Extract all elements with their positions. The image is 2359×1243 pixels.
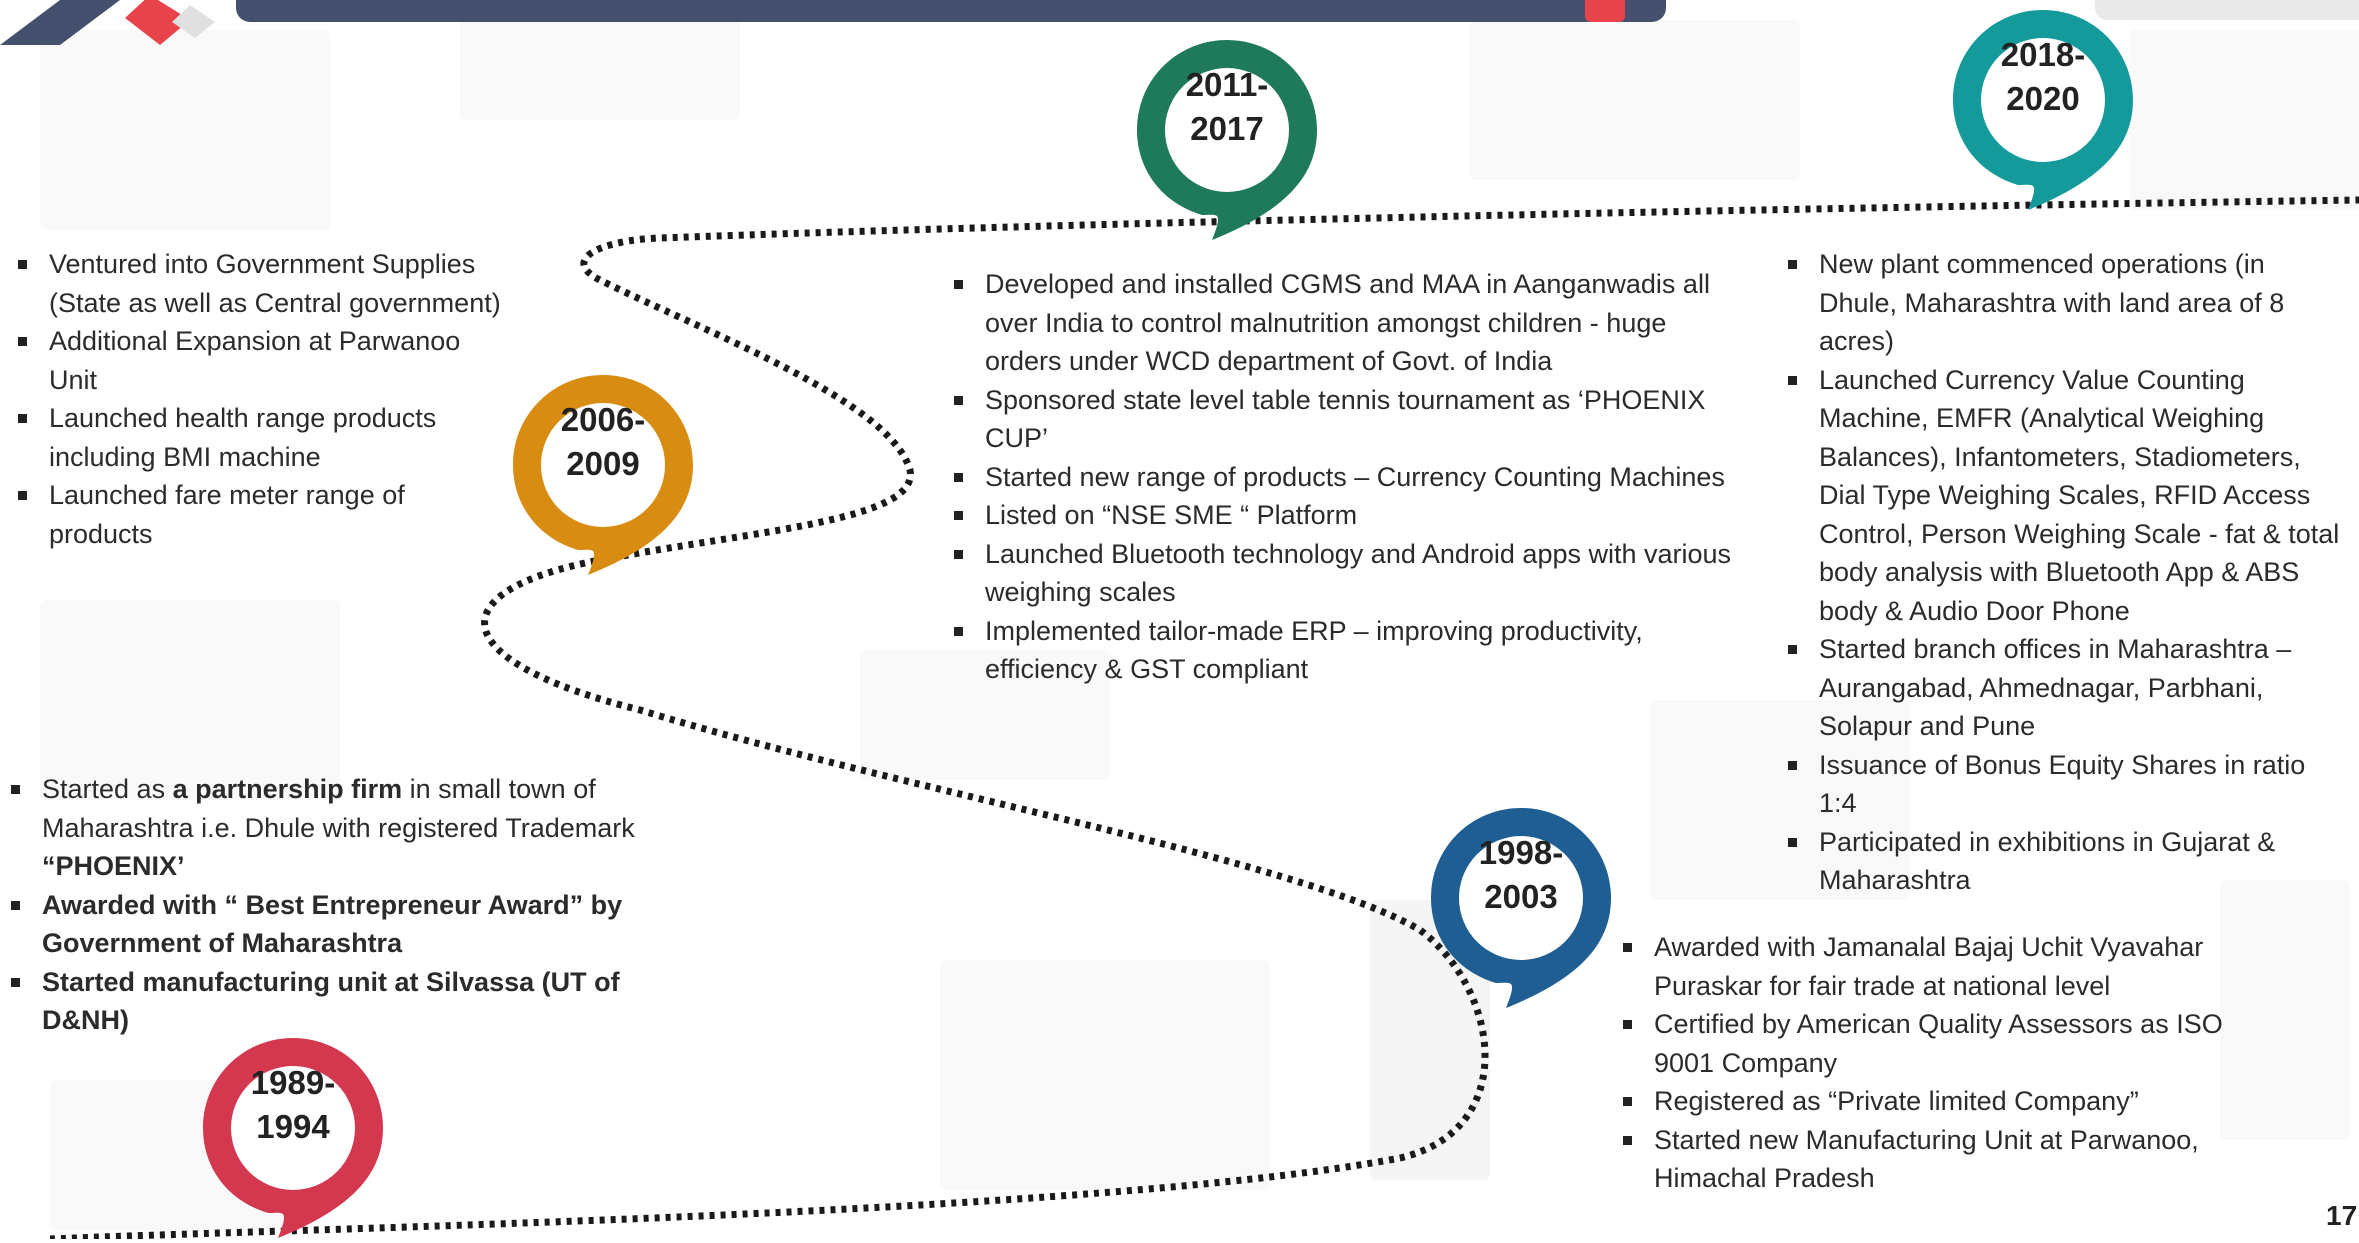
milestone-pin-2018: 2018- 2020	[1948, 5, 2138, 215]
milestone-item-text: a partnership firm	[172, 774, 403, 804]
background-product-image	[860, 650, 1110, 780]
milestone-item: Awarded with “ Best Entrepreneur Award” …	[4, 886, 704, 963]
background-product-image	[460, 20, 740, 120]
logo-mark	[0, 0, 230, 45]
background-product-image	[2220, 880, 2350, 1140]
map-pin-icon	[1137, 40, 1317, 240]
milestone-item: Participated in exhibitions in Gujarat &…	[1781, 823, 2346, 900]
milestone-item-text: in small town of Maharashtra i.e. Dhule …	[42, 774, 635, 843]
milestone-item: Started new range of products – Currency…	[947, 458, 1737, 497]
milestone-item: Developed and installed CGMS and MAA in …	[947, 265, 1737, 381]
milestone-item: Launched health range products including…	[11, 399, 501, 476]
milestone-item-text: New plant commenced operations (in Dhule…	[1819, 249, 2285, 356]
background-product-image	[1470, 20, 1800, 180]
milestone-item-text: Additional Expansion at Parwanoo Unit	[49, 326, 461, 395]
milestone-item: Launched Bluetooth technology and Androi…	[947, 535, 1737, 612]
milestone-item: Started manufacturing unit at Silvassa (…	[4, 963, 704, 1040]
map-pin-icon	[513, 375, 693, 575]
milestone-item-text: Issuance of Bonus Equity Shares in ratio…	[1819, 749, 2306, 819]
background-product-image	[2130, 30, 2359, 210]
background-product-image	[1650, 700, 1910, 900]
milestone-item-text: Launched Bluetooth technology and Androi…	[985, 538, 1732, 608]
milestone-item-text: Awarded with Jamanalal Bajaj Uchit Vyava…	[1654, 932, 2204, 1001]
milestone-item-text: Implemented tailor-made ERP – improving …	[985, 615, 1643, 685]
milestone-item-text: “PHOENIX’	[42, 851, 185, 881]
milestone-year-label: 2018- 2020	[2000, 36, 2086, 117]
milestone-year-label: 2006- 2009	[560, 401, 646, 482]
milestone-item: Registered as “Private limited Company”	[1616, 1082, 2236, 1121]
milestone-item: Awarded with Jamanalal Bajaj Uchit Vyava…	[1616, 928, 2236, 1005]
map-pin-icon	[203, 1038, 383, 1238]
milestone-item: Launched fare meter range of products	[11, 476, 501, 553]
milestone-item-text: Sponsored state level table tennis tourn…	[985, 384, 1706, 454]
milestone-pin-1998: 1998- 2003	[1426, 803, 1616, 1013]
header-bar	[236, 0, 1666, 22]
milestone-item-text: Certified by American Quality Assessors …	[1654, 1009, 2223, 1078]
background-product-image	[40, 600, 340, 800]
map-pin-icon	[1953, 10, 2133, 210]
milestone-item-text: Launched fare meter range of products	[49, 480, 405, 549]
milestone-item-text: Ventured into Government Supplies (State…	[49, 249, 501, 318]
milestone-item-text: Awarded with “ Best Entrepreneur Award” …	[42, 889, 623, 959]
milestone-list-2018: New plant commenced operations (in Dhule…	[1781, 245, 2346, 900]
milestone-item-text: Developed and installed CGMS and MAA in …	[985, 269, 1710, 376]
milestone-item: New plant commenced operations (in Dhule…	[1781, 245, 2346, 361]
milestone-item: Started as a partnership firm in small t…	[4, 770, 704, 886]
milestone-item-text: Started manufacturing unit at Silvassa (…	[42, 966, 620, 1036]
milestone-pin-1989: 1989- 1994	[198, 1033, 388, 1243]
milestone-list-1989: Started as a partnership firm in small t…	[4, 770, 704, 1040]
milestone-item-text: Listed on “NSE SME “ Platform	[985, 500, 1358, 530]
milestone-year-label: 1989- 1994	[250, 1064, 336, 1145]
milestone-item: Implemented tailor-made ERP – improving …	[947, 612, 1737, 689]
milestone-year-label: 1998- 2003	[1478, 834, 1564, 915]
milestone-item: Listed on “NSE SME “ Platform	[947, 496, 1737, 535]
milestone-item: Started new Manufacturing Unit at Parwan…	[1616, 1121, 2236, 1198]
milestone-item: Certified by American Quality Assessors …	[1616, 1005, 2236, 1082]
milestone-item: Launched Currency Value Counting Machine…	[1781, 361, 2346, 631]
milestone-pin-2006: 2006- 2009	[508, 370, 698, 580]
background-product-image	[40, 30, 330, 230]
milestone-item: Issuance of Bonus Equity Shares in ratio…	[1781, 746, 2346, 823]
milestone-item-text: Participated in exhibitions in Gujarat &…	[1819, 826, 2276, 896]
milestone-year-label: 2011- 2017	[1185, 66, 1269, 147]
milestone-pin-2011: 2011- 2017	[1132, 35, 1322, 245]
milestone-item-text: Started new range of products – Currency…	[985, 461, 1725, 492]
milestone-item-text: Launched health range products including…	[49, 403, 437, 472]
header-right-strip	[2095, 0, 2359, 20]
milestone-item: Ventured into Government Supplies (State…	[11, 245, 501, 322]
milestone-item: Sponsored state level table tennis tourn…	[947, 381, 1737, 458]
milestone-list-2011: Developed and installed CGMS and MAA in …	[947, 265, 1737, 689]
milestone-item-text: Started branch offices in Maharashtra – …	[1819, 634, 2292, 741]
milestone-list-1998: Awarded with Jamanalal Bajaj Uchit Vyava…	[1616, 928, 2236, 1198]
header-accent	[1585, 0, 1625, 22]
milestone-item: Started branch offices in Maharashtra – …	[1781, 630, 2346, 746]
milestone-item-text: Started new Manufacturing Unit at Parwan…	[1654, 1124, 2199, 1194]
map-pin-icon	[1431, 808, 1611, 1008]
milestone-item-text: Started as	[42, 774, 173, 804]
milestone-item-text: Launched Currency Value Counting Machine…	[1819, 364, 2340, 626]
milestone-item: Additional Expansion at Parwanoo Unit	[11, 322, 501, 399]
milestone-list-2006: Ventured into Government Supplies (State…	[11, 245, 501, 553]
milestone-item-text: Registered as “Private limited Company”	[1654, 1086, 2139, 1116]
page-number: 17	[2326, 1200, 2358, 1231]
background-product-image	[940, 960, 1270, 1190]
